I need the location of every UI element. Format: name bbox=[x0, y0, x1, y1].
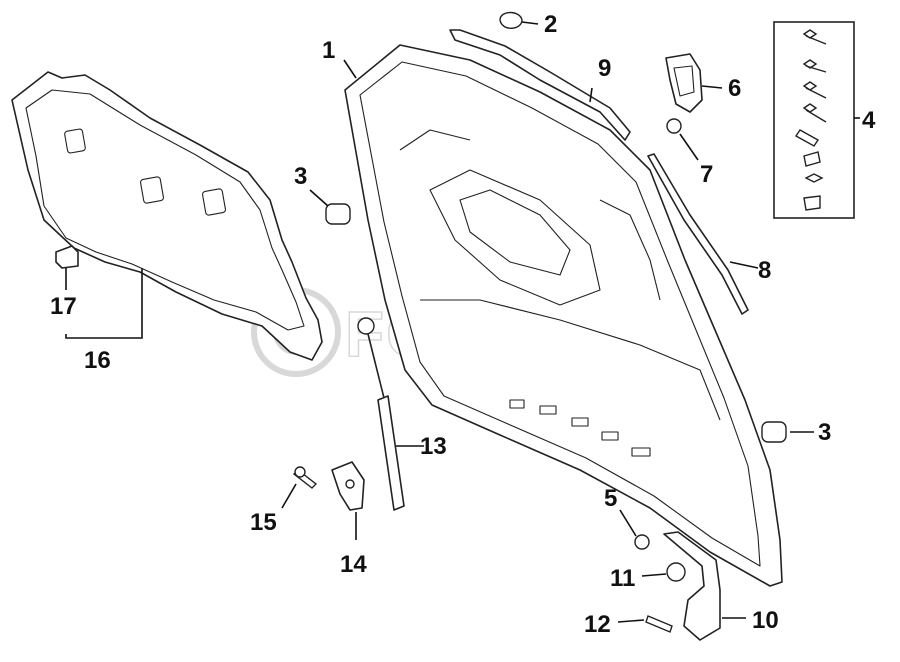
rubber-bumper-part-3a bbox=[325, 203, 351, 225]
hood-hinge-part-10 bbox=[663, 531, 721, 641]
callout-13: 13 bbox=[420, 433, 447, 460]
callout-1: 1 bbox=[322, 37, 335, 64]
callout-14-15: 15 bbox=[250, 509, 277, 536]
callout-9: 9 bbox=[598, 55, 611, 82]
callout-3a: 3 bbox=[294, 163, 307, 190]
hood-side-seal bbox=[647, 153, 749, 315]
callout-17: 17 bbox=[50, 293, 77, 320]
callout-7: 7 bbox=[700, 161, 713, 188]
callout-10: 10 bbox=[752, 607, 779, 634]
hood-insulation-pad bbox=[11, 71, 323, 361]
hood-panel bbox=[344, 44, 783, 587]
callout-12: 12 bbox=[584, 611, 611, 638]
callout-11: 11 bbox=[610, 565, 635, 592]
callout-2: 2 bbox=[544, 11, 557, 38]
insulation-clip-part bbox=[55, 245, 79, 269]
callout-labels: 1 2 3 3 4 5 6 7 8 9 10 11 12 13 15 14 16… bbox=[50, 11, 876, 638]
callout-6: 6 bbox=[728, 75, 741, 102]
nut-part-11 bbox=[666, 562, 686, 582]
callout-4: 4 bbox=[862, 107, 876, 134]
latch-bracket-part bbox=[665, 53, 703, 113]
bolt-part-12 bbox=[645, 615, 673, 633]
hood-seal-strip bbox=[449, 29, 631, 141]
callout-14: 14 bbox=[340, 551, 367, 578]
nut-part-5 bbox=[634, 534, 650, 550]
hood-bumper-part bbox=[499, 11, 523, 29]
callout-16: 16 bbox=[84, 347, 111, 374]
rubber-bumper-part-3b bbox=[761, 421, 787, 443]
nut-part-7 bbox=[666, 118, 682, 134]
hardware-kit-box bbox=[773, 21, 855, 219]
callout-3b: 3 bbox=[818, 419, 831, 446]
callout-8: 8 bbox=[758, 257, 771, 284]
hood-strut bbox=[357, 317, 405, 511]
leader-lines bbox=[65, 21, 860, 623]
bolt-part-15 bbox=[292, 466, 318, 489]
callout-5: 5 bbox=[604, 485, 617, 512]
strut-bracket-part-14 bbox=[331, 461, 365, 511]
